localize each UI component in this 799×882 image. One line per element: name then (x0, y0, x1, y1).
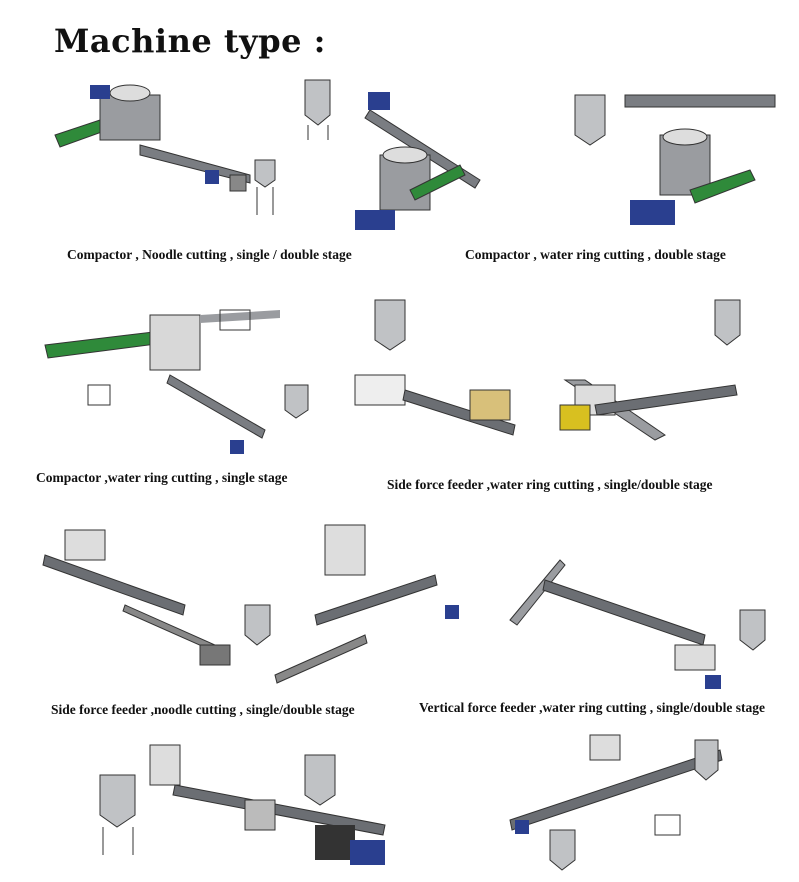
caption-side-feeder-water-ring: Side force feeder ,water ring cutting , … (387, 477, 713, 492)
machine-illustration-side-feeder-water-ring (354, 299, 741, 441)
machine-illustration-bottom-right (509, 734, 723, 871)
caption-compactor-noodle: Compactor , Noodle cutting , single / do… (67, 247, 352, 262)
caption-vertical-feeder-water-ring: Vertical force feeder ,water ring cuttin… (419, 700, 765, 715)
machine-illustration-compactor-water-ring-double-2 (574, 94, 776, 225)
caption-side-feeder-noodle: Side force feeder ,noodle cutting , sing… (51, 702, 355, 717)
machine-illustration-compactor-noodle (54, 84, 276, 215)
caption-compactor-water-ring-single: Compactor ,water ring cutting , single s… (36, 470, 288, 485)
caption-compactor-water-ring-double: Compactor , water ring cutting , double … (465, 247, 726, 262)
machine-illustration-compactor-single (44, 309, 309, 454)
machine-illustration-vertical-feeder (509, 559, 766, 689)
page-title: Machine type : (54, 22, 326, 60)
machine-illustration-side-feeder-noodle (42, 524, 459, 684)
machine-illustration-compactor-water-ring-double-1 (304, 79, 481, 230)
machine-illustration-bottom-left (99, 744, 386, 865)
